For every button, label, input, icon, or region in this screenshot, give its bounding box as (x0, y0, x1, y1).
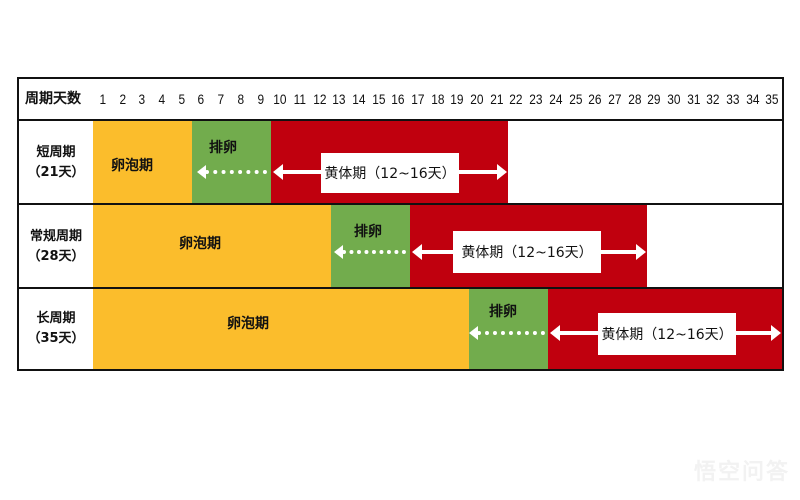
day-tick: 5 (178, 91, 185, 107)
arrow-left-icon (550, 325, 560, 341)
day-tick: 31 (686, 91, 701, 107)
row-divider (19, 203, 782, 205)
day-tick: 26 (588, 91, 602, 107)
row-name: 长周期 (36, 311, 76, 326)
follicle-phase-bar: 卵泡期 (93, 289, 469, 369)
ovulation-label: 排卵 (209, 140, 237, 156)
follicle-phase-bar: 卵泡期 (93, 121, 192, 205)
row-label: 常规周期 （28天） (19, 205, 93, 289)
day-tick: 6 (197, 91, 205, 107)
dotted-arrow-line (205, 170, 267, 178)
luteal-phase-bar: 黄体期（12~16天） (410, 205, 647, 289)
day-tick: 13 (332, 91, 346, 107)
ovulation-phase-bar: 排卵 (331, 205, 410, 289)
luteal-label: 黄体期（12~16天） (598, 313, 736, 355)
ovulation-phase-bar: 排卵 (192, 121, 271, 205)
day-tick: 33 (726, 91, 740, 107)
day-tick: 2 (119, 91, 126, 107)
day-tick: 21 (489, 91, 504, 107)
day-tick: 17 (411, 91, 425, 107)
day-tick: 29 (647, 91, 661, 107)
ovulation-label: 排卵 (489, 304, 517, 320)
day-tick: 10 (273, 91, 287, 107)
row-length: （21天） (27, 165, 85, 180)
day-tick: 9 (257, 91, 264, 107)
arrow-right-icon (771, 325, 781, 341)
row-short-cycle: 短周期 （21天） 卵泡期 排卵 黄体期（12~16天） (19, 121, 782, 205)
day-tick: 3 (138, 91, 146, 107)
luteal-label: 黄体期（12~16天） (321, 153, 459, 193)
follicle-phase-bar: 卵泡期 (93, 205, 331, 289)
dotted-arrow-line (477, 331, 545, 339)
day-tick: 14 (352, 91, 366, 107)
follicle-label: 卵泡期 (179, 236, 221, 252)
day-tick: 25 (568, 91, 582, 107)
luteal-phase-bar: 黄体期（12~16天） (548, 289, 782, 369)
day-tick: 19 (450, 91, 464, 107)
follicle-label: 卵泡期 (227, 316, 269, 332)
ovulation-label: 排卵 (354, 224, 382, 240)
row-regular-cycle: 常规周期 （28天） 卵泡期 排卵 黄体期（12~16天） (19, 205, 782, 289)
watermark: 悟空问答 (693, 460, 790, 485)
row-divider (19, 287, 782, 289)
arrow-left-icon (334, 245, 343, 259)
day-tick: 30 (667, 91, 681, 107)
luteal-phase-bar: 黄体期（12~16天） (271, 121, 508, 205)
day-tick: 18 (430, 91, 445, 107)
day-tick: 32 (706, 91, 720, 107)
day-tick: 20 (470, 91, 484, 107)
follicle-label: 卵泡期 (111, 158, 153, 174)
arrow-left-icon (197, 165, 206, 179)
day-tick: 34 (745, 91, 760, 107)
arrow-right-icon (497, 164, 507, 180)
day-tick: 16 (391, 91, 405, 107)
ovulation-phase-bar: 排卵 (469, 289, 548, 369)
arrow-left-icon (273, 164, 283, 180)
arrow-left-icon (412, 244, 422, 260)
luteal-label: 黄体期（12~16天） (453, 231, 601, 273)
row-name: 常规周期 (29, 229, 82, 244)
day-tick: 4 (158, 91, 166, 107)
row-label: 短周期 （21天） (19, 121, 93, 205)
dotted-arrow-line (342, 250, 406, 258)
day-tick: 22 (509, 91, 523, 107)
day-tick: 23 (529, 91, 543, 107)
day-tick: 8 (237, 91, 244, 107)
day-tick: 15 (371, 91, 386, 107)
row-label: 长周期 （35天） (19, 289, 93, 369)
day-tick: 12 (312, 91, 327, 107)
day-tick: 28 (627, 91, 642, 107)
day-tick: 35 (765, 91, 779, 107)
row-length: （35天） (27, 331, 85, 346)
day-tick: 24 (549, 91, 563, 107)
row-long-cycle: 长周期 （35天） 卵泡期 排卵 黄体期（12~16天） (19, 289, 782, 369)
row-length: （28天） (27, 249, 85, 264)
row-name: 短周期 (36, 145, 76, 160)
day-tick: 27 (608, 91, 622, 107)
arrow-left-icon (469, 326, 478, 340)
day-tick: 7 (217, 91, 225, 107)
day-tick: 11 (293, 91, 306, 107)
header-label: 周期天数 (25, 91, 81, 107)
day-tick: 1 (99, 91, 107, 107)
arrow-right-icon (636, 244, 646, 260)
